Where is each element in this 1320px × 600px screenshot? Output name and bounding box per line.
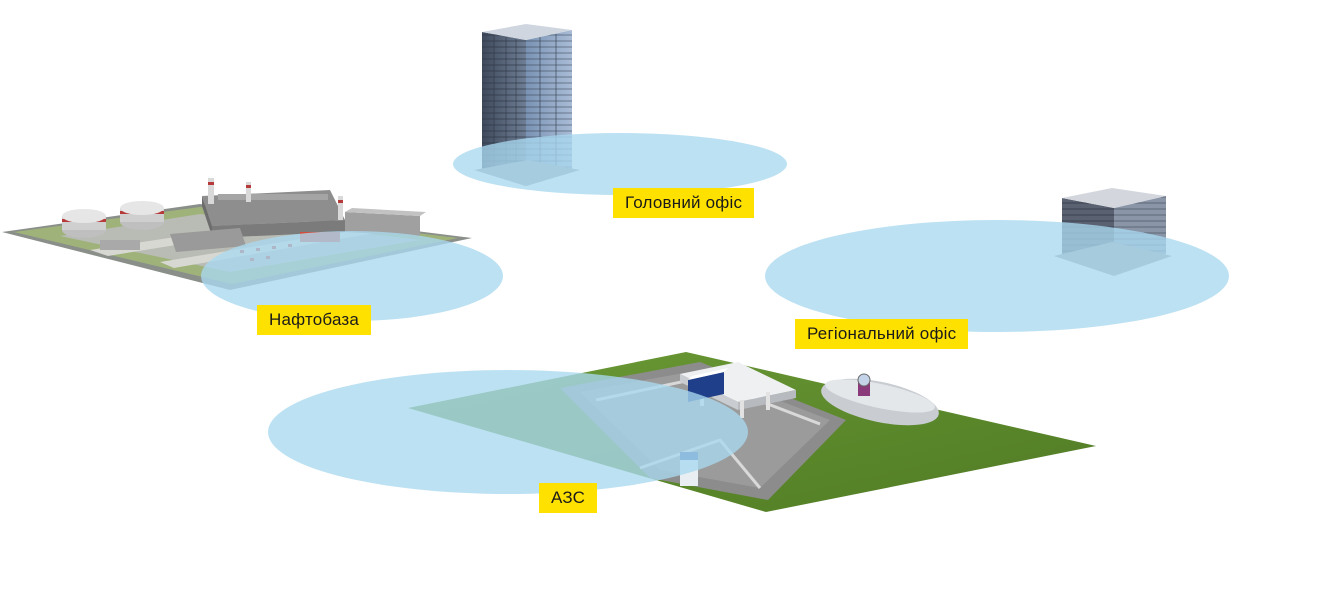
coverage-zones [201, 133, 1229, 494]
head-office-label: Головний офіс [613, 188, 755, 218]
regional-office-label: Регіональний офіс [795, 319, 969, 349]
regional-office-zone [765, 220, 1229, 332]
gas-station-label: АЗС [539, 483, 598, 513]
oil-depot-zone [201, 231, 503, 321]
oil-depot-label: Нафтобаза [257, 305, 372, 335]
head-office-zone [453, 133, 787, 195]
gas-station-zone [268, 370, 748, 494]
